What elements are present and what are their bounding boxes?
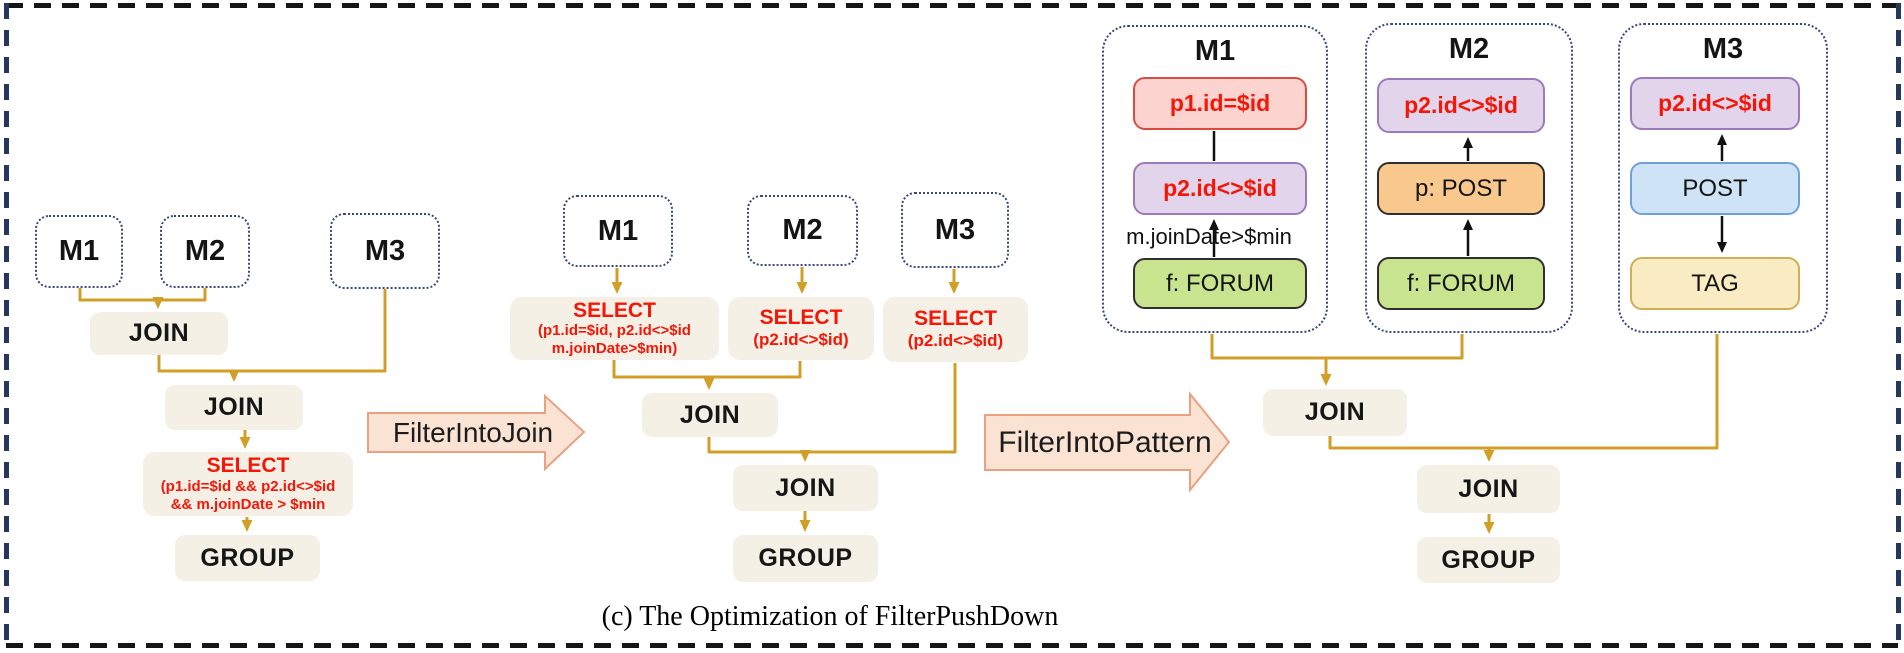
stage2-join-top-label: JOIN <box>679 400 741 429</box>
stage3-m1-title: M1 <box>1194 35 1236 67</box>
stage3-m1-filter-p2: p2.id<>$id <box>1133 162 1307 215</box>
stage1-select-condition-line1: (p1.id=$id && p2.id<>$id <box>160 477 336 495</box>
stage3-m1-filter-p2-label: p2.id<>$id <box>1163 175 1277 201</box>
stage1-source-m2: M2 <box>160 215 250 288</box>
stage2-join-bottom: JOIN <box>733 465 878 511</box>
stage1-m1-label: M1 <box>58 235 100 267</box>
stage2-join-bottom-label: JOIN <box>775 473 836 502</box>
stage2-select-m1-condition-line1: (p1.id=$id, p2.id<>$id <box>538 322 691 340</box>
stage3-m3-filter-p2: p2.id<>$id <box>1630 77 1800 130</box>
stage1-join-bottom: JOIN <box>165 385 303 430</box>
stage2-select-m2-condition: (p2.id<>$id) <box>753 330 849 350</box>
stage2-select-m1: SELECT (p1.id=$id, p2.id<>$id m.joinDate… <box>510 297 719 360</box>
stage3-m3-post-node: POST <box>1630 162 1800 215</box>
stage3-m2-filter-p2: p2.id<>$id <box>1377 78 1545 133</box>
stage3-join-bottom-label: JOIN <box>1458 474 1519 503</box>
stage1-source-m1: M1 <box>35 215 123 288</box>
filter-into-join-label: FilterIntoJoin <box>392 416 554 448</box>
stage3-m2-forum-label: f: FORUM <box>1407 269 1515 297</box>
stage3-group: GROUP <box>1417 537 1560 583</box>
stage3-m1-forum-node: f: FORUM <box>1133 258 1307 309</box>
filter-into-pattern-label: FilterIntoPattern <box>998 425 1212 459</box>
stage3-m2-forum-node: f: FORUM <box>1377 257 1545 310</box>
stage1-group: GROUP <box>175 535 320 581</box>
stage2-select-m3-condition: (p2.id<>$id) <box>907 331 1004 351</box>
stage2-select-m2: SELECT (p2.id<>$id) <box>728 297 874 360</box>
figure-caption: (c) The Optimization of FilterPushDown <box>601 601 1059 632</box>
frame-bottom-border <box>6 643 1898 648</box>
stage2-select-m2-title: SELECT <box>759 306 843 330</box>
stage2-group: GROUP <box>733 535 878 582</box>
stage3-m1-filter-p1-label: p1.id=$id <box>1169 90 1271 116</box>
stage3-m1-filter-p1: p1.id=$id <box>1133 77 1307 130</box>
stage3-m2-post-label: p: POST <box>1414 174 1508 202</box>
stage3-join-top: JOIN <box>1263 389 1407 436</box>
stage3-m2-post-node: p: POST <box>1377 162 1545 215</box>
stage1-m2-label: M2 <box>184 235 226 267</box>
stage2-m1-label: M1 <box>597 214 639 247</box>
stage1-source-m3: M3 <box>330 213 440 289</box>
stage2-select-m1-condition-line2: m.joinDate>$min) <box>551 340 678 358</box>
stage1-select: SELECT (p1.id=$id && p2.id<>$id && m.joi… <box>143 452 353 516</box>
stage3-m3-title: M3 <box>1702 33 1744 65</box>
stage3-m2-filter-p2-label: p2.id<>$id <box>1404 92 1518 118</box>
stage1-join-top: JOIN <box>90 312 228 355</box>
stage3-m3-filter-p2-label: p2.id<>$id <box>1658 90 1772 116</box>
frame-right-border <box>1896 3 1901 649</box>
stage1-select-condition-line2: && m.joinDate > $min <box>170 495 326 513</box>
stage2-select-m3: SELECT (p2.id<>$id) <box>883 297 1028 362</box>
stage1-join-top-label: JOIN <box>128 319 190 347</box>
frame-top-border <box>6 3 1898 8</box>
stage2-source-m1: M1 <box>563 195 673 267</box>
stage3-group-label: GROUP <box>1441 545 1536 574</box>
stage1-group-label: GROUP <box>200 543 295 572</box>
stage2-select-m1-title: SELECT <box>573 298 656 322</box>
stage2-select-m3-title: SELECT <box>914 307 997 331</box>
stage2-m2-label: M2 <box>782 214 823 246</box>
stage3-m1-edge-label: m.joinDate>$min <box>1126 224 1292 249</box>
stage3-join-top-label: JOIN <box>1304 398 1366 426</box>
stage2-source-m3: M3 <box>901 192 1009 268</box>
stage3-m3-tag-node: TAG <box>1630 257 1800 310</box>
stage1-select-title: SELECT <box>206 454 290 478</box>
stage1-m3-label: M3 <box>364 234 406 267</box>
stage3-m2-title: M2 <box>1448 33 1490 65</box>
stage3-join-bottom: JOIN <box>1417 465 1560 513</box>
stage3-m3-post-label: POST <box>1682 174 1748 202</box>
stage3-m1-forum-label: f: FORUM <box>1166 269 1274 297</box>
frame-left-border <box>4 3 9 649</box>
stage1-join-bottom-label: JOIN <box>203 393 265 421</box>
stage3-m3-tag-label: TAG <box>1691 269 1739 297</box>
stage2-m3-label: M3 <box>934 213 976 246</box>
stage2-join-top: JOIN <box>642 393 778 437</box>
stage2-source-m2: M2 <box>747 195 858 266</box>
stage2-group-label: GROUP <box>758 544 853 572</box>
